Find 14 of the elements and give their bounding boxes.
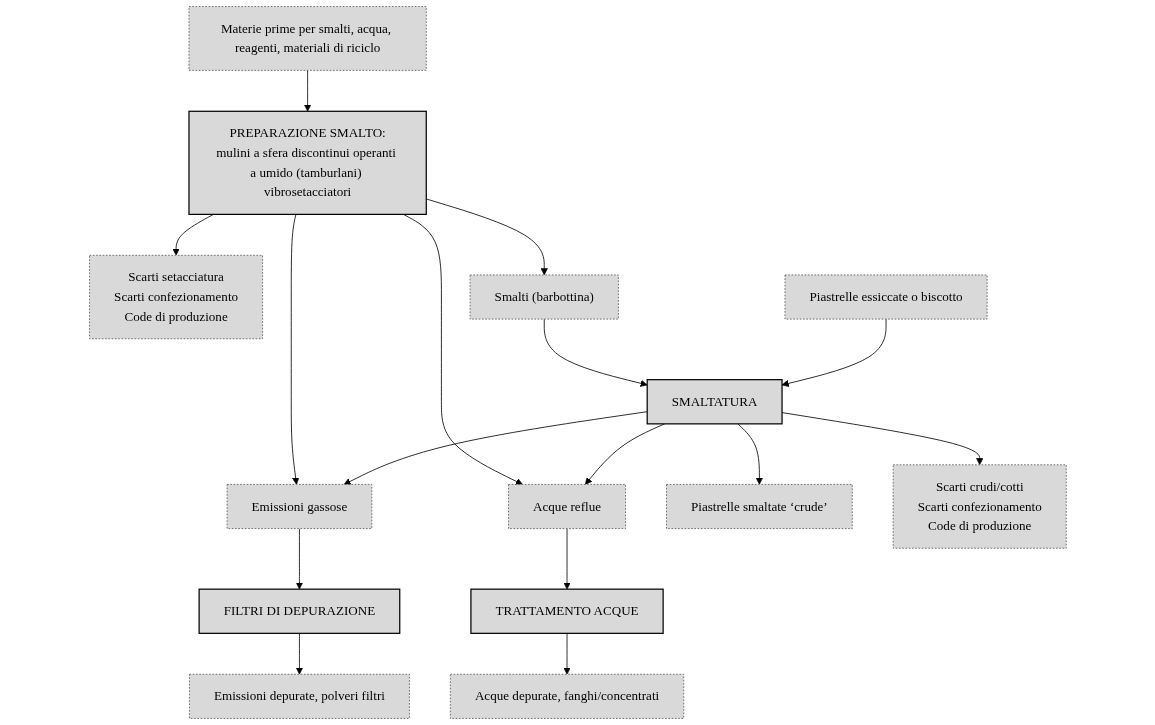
node-box: Emissioni depurate, polveri filtri [188, 673, 410, 719]
node-box: Smalti (barbottina) [469, 274, 619, 320]
node-box: TRATTAMENTO ACQUE [469, 588, 664, 634]
node-box: Materie prime per smalti, acqua, reagenti, materiali di riciclo [188, 6, 427, 71]
node-box: Emissioni gassose [226, 484, 372, 529]
node-box: Acque depurate, fanghi/concentrati [449, 673, 684, 719]
node-box: Piastrelle smaltate ‘crude’ [665, 484, 853, 529]
node-box: Scarti setacciatura Scarti confezionamento Code di produzione [88, 254, 263, 340]
node-box: Scarti crudi/cotti Scarti confezionamento Code di produzione [892, 464, 1067, 549]
node-box: Acque reflue [507, 484, 626, 529]
node-box: FILTRI DI DEPURAZIONE [198, 588, 400, 634]
node-box: Piastrelle essiccate o biscotto [784, 274, 988, 320]
node-box: PREPARAZIONE SMALTO: mulini a sfera discontinui operanti a umido (tamburlani) vibrosetacciatori [187, 110, 427, 215]
node-box: SMALTATURA [646, 379, 783, 425]
